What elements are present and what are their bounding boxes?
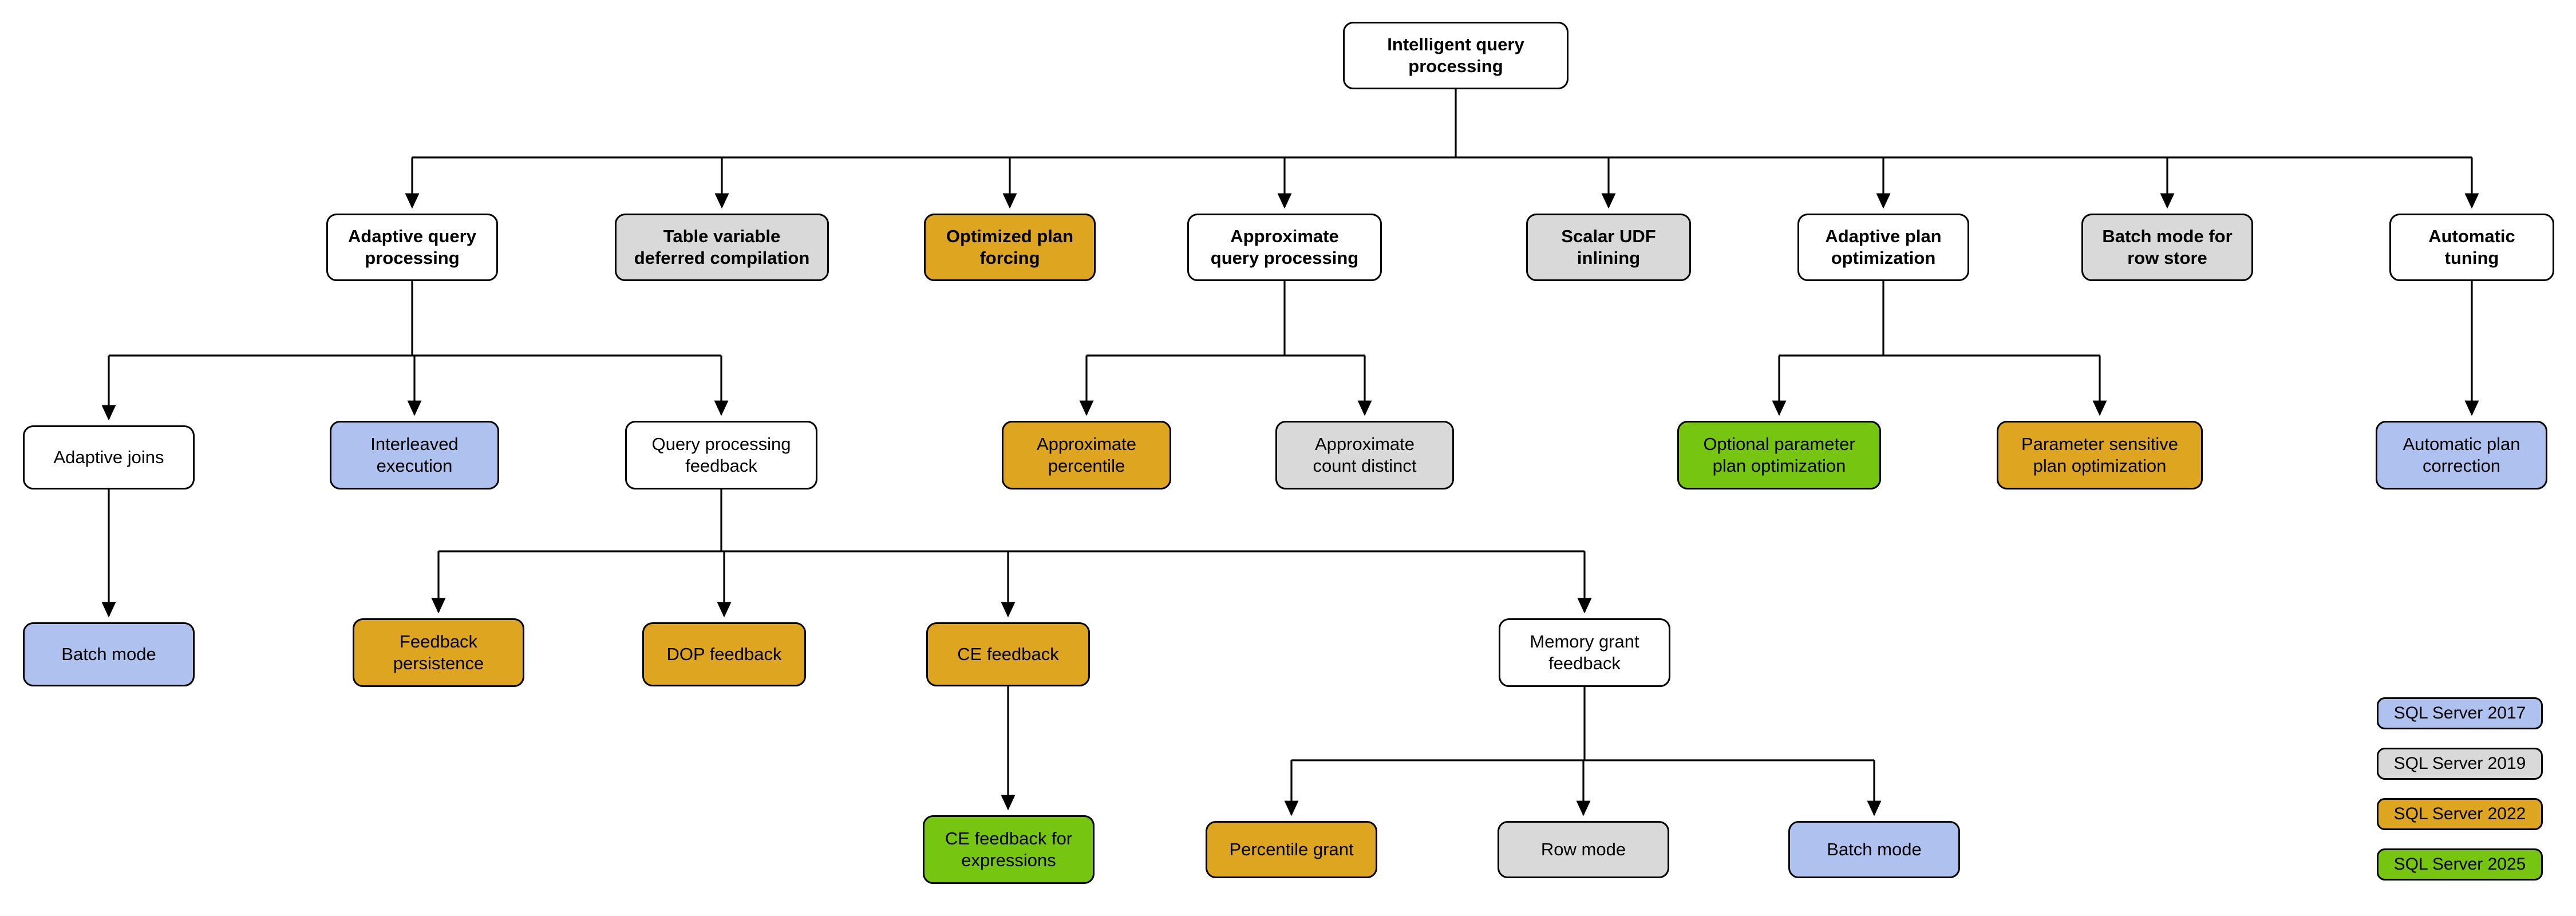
legend-item-sql-server-2017: SQL Server 2017 xyxy=(2377,697,2543,729)
legend-item-sql-server-2019: SQL Server 2019 xyxy=(2377,748,2543,780)
node-approx[interactable]: Approximate query processing xyxy=(1187,214,1382,281)
node-interexec[interactable]: Interleaved execution xyxy=(330,421,499,489)
node-bm2[interactable]: Batch mode xyxy=(1788,821,1960,878)
legend-item-sql-server-2025: SQL Server 2025 xyxy=(2377,848,2543,881)
node-aqp[interactable]: Adaptive query processing xyxy=(326,214,498,281)
node-ajoins[interactable]: Adaptive joins xyxy=(23,425,195,489)
node-pctgrant[interactable]: Percentile grant xyxy=(1206,821,1377,878)
legend-item-sql-server-2022: SQL Server 2022 xyxy=(2377,798,2543,830)
node-root[interactable]: Intelligent query processing xyxy=(1343,22,1568,89)
node-bmrs[interactable]: Batch mode for row store xyxy=(2081,214,2253,281)
node-approxcd[interactable]: Approximate count distinct xyxy=(1275,421,1454,489)
node-opf[interactable]: Optimized plan forcing xyxy=(924,214,1096,281)
node-bm1[interactable]: Batch mode xyxy=(23,622,195,686)
node-apc[interactable]: Automatic plan correction xyxy=(2376,421,2547,489)
node-mgf[interactable]: Memory grant feedback xyxy=(1499,618,1670,687)
node-rowmode[interactable]: Row mode xyxy=(1498,821,1669,878)
node-cefbexpr[interactable]: CE feedback for expressions xyxy=(923,815,1095,884)
node-sudf[interactable]: Scalar UDF inlining xyxy=(1526,214,1691,281)
node-autotune[interactable]: Automatic tuning xyxy=(2389,214,2554,281)
node-cefb[interactable]: CE feedback xyxy=(926,622,1090,686)
node-fbpersist[interactable]: Feedback persistence xyxy=(353,618,524,687)
node-apo[interactable]: Adaptive plan optimization xyxy=(1797,214,1969,281)
node-approxpct[interactable]: Approximate percentile xyxy=(1002,421,1171,489)
node-oppo[interactable]: Optional parameter plan optimization xyxy=(1677,421,1881,489)
node-dopfb[interactable]: DOP feedback xyxy=(642,622,806,686)
node-qpf[interactable]: Query processing feedback xyxy=(625,421,817,489)
node-pspo[interactable]: Parameter sensitive plan optimization xyxy=(1997,421,2203,489)
node-tvdc[interactable]: Table variable deferred compilation xyxy=(615,214,829,281)
